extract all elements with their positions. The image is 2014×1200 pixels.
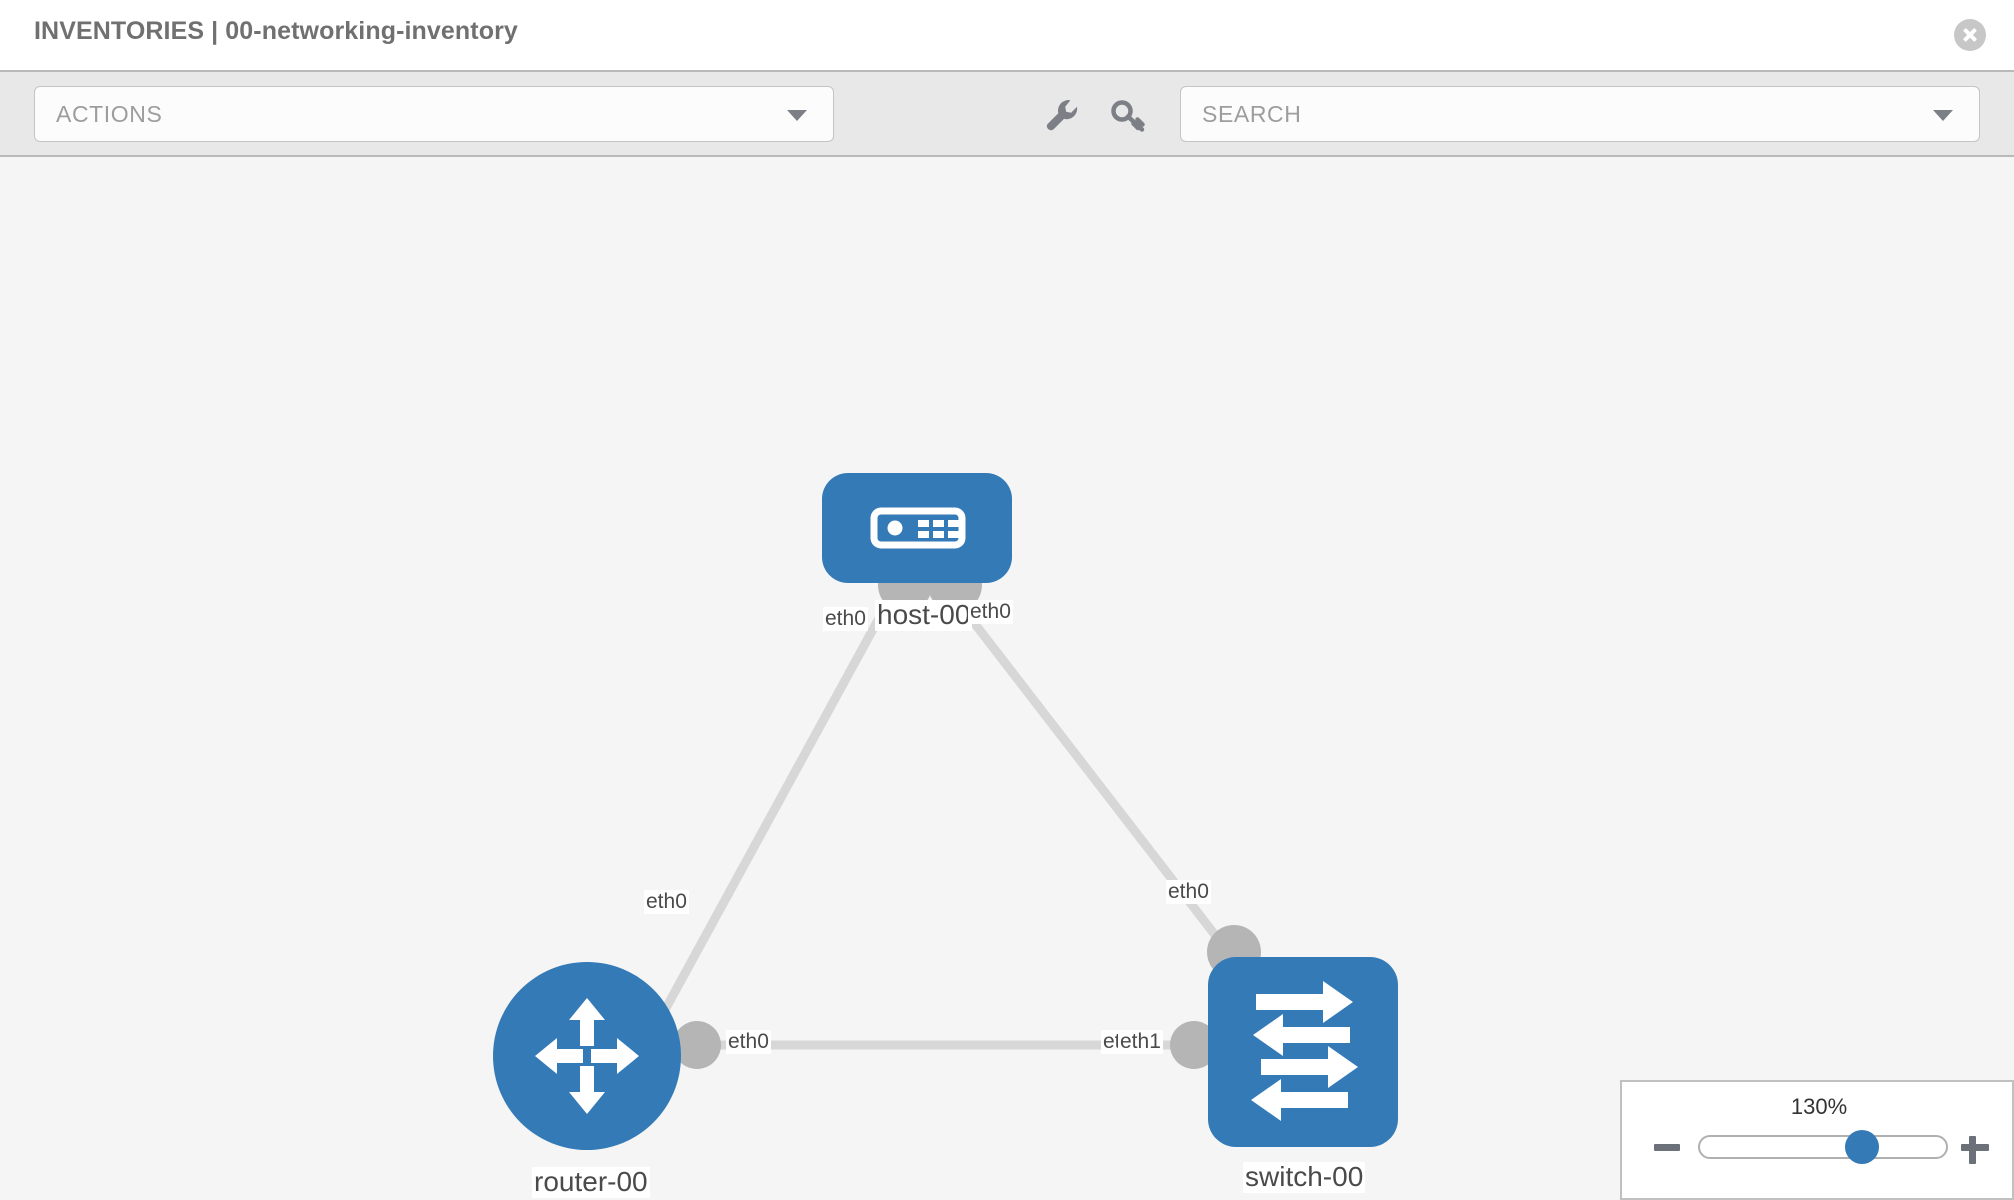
topology-canvas[interactable]: host-00 router-00 xyxy=(0,157,2014,1200)
port-label-switch-left-b: eth1 xyxy=(1118,1030,1163,1055)
node-switch-00-label: switch-00 xyxy=(1243,1161,1366,1193)
close-icon[interactable] xyxy=(1954,19,1986,51)
topology-edges xyxy=(656,558,1261,1069)
zoom-level-label: 130% xyxy=(1790,1094,1848,1119)
actions-dropdown[interactable]: ACTIONS xyxy=(34,86,834,142)
node-router-00-label: router-00 xyxy=(532,1166,650,1198)
node-switch-00[interactable]: switch-00 xyxy=(1208,957,1398,1193)
server-icon xyxy=(822,473,1012,588)
page-header: INVENTORIES | 00-networking-inventory xyxy=(0,0,2014,70)
router-arrows-icon xyxy=(493,962,681,1155)
switch-arrows-icon xyxy=(1208,957,1398,1152)
port-label-router-up: eth0 xyxy=(644,890,689,915)
chevron-down-icon xyxy=(787,110,807,121)
node-switch-00-shape xyxy=(1208,957,1398,1147)
zoom-slider-thumb[interactable] xyxy=(1844,1130,1879,1164)
port-label-host-right: eth0 xyxy=(968,600,1013,625)
zoom-slider-track[interactable] xyxy=(1698,1130,1948,1164)
port-label-host-left: eth0 xyxy=(823,607,868,632)
node-host-00-label: host-00 xyxy=(875,599,973,631)
zoom-out-icon[interactable] xyxy=(1650,1130,1684,1164)
key-icon[interactable] xyxy=(1108,94,1150,136)
port-label-router-right: eth0 xyxy=(726,1030,771,1055)
node-host-00[interactable]: host-00 xyxy=(822,473,1012,631)
page-title: INVENTORIES | 00-networking-inventory xyxy=(34,17,518,45)
zoom-control-panel: 130% xyxy=(1620,1080,2014,1200)
node-router-00[interactable]: router-00 xyxy=(493,962,681,1198)
search-box[interactable] xyxy=(1180,86,1980,142)
actions-dropdown-label: ACTIONS xyxy=(56,101,163,127)
node-host-00-shape xyxy=(822,473,1012,583)
wrench-icon[interactable] xyxy=(1040,94,1082,136)
node-router-00-shape xyxy=(493,962,681,1150)
toolbar: ACTIONS xyxy=(0,70,2014,157)
search-input[interactable] xyxy=(1200,87,1924,142)
chevron-down-icon[interactable] xyxy=(1933,110,1953,121)
port-label-switch-up: eth0 xyxy=(1166,880,1211,905)
zoom-in-icon[interactable] xyxy=(1958,1130,1992,1164)
